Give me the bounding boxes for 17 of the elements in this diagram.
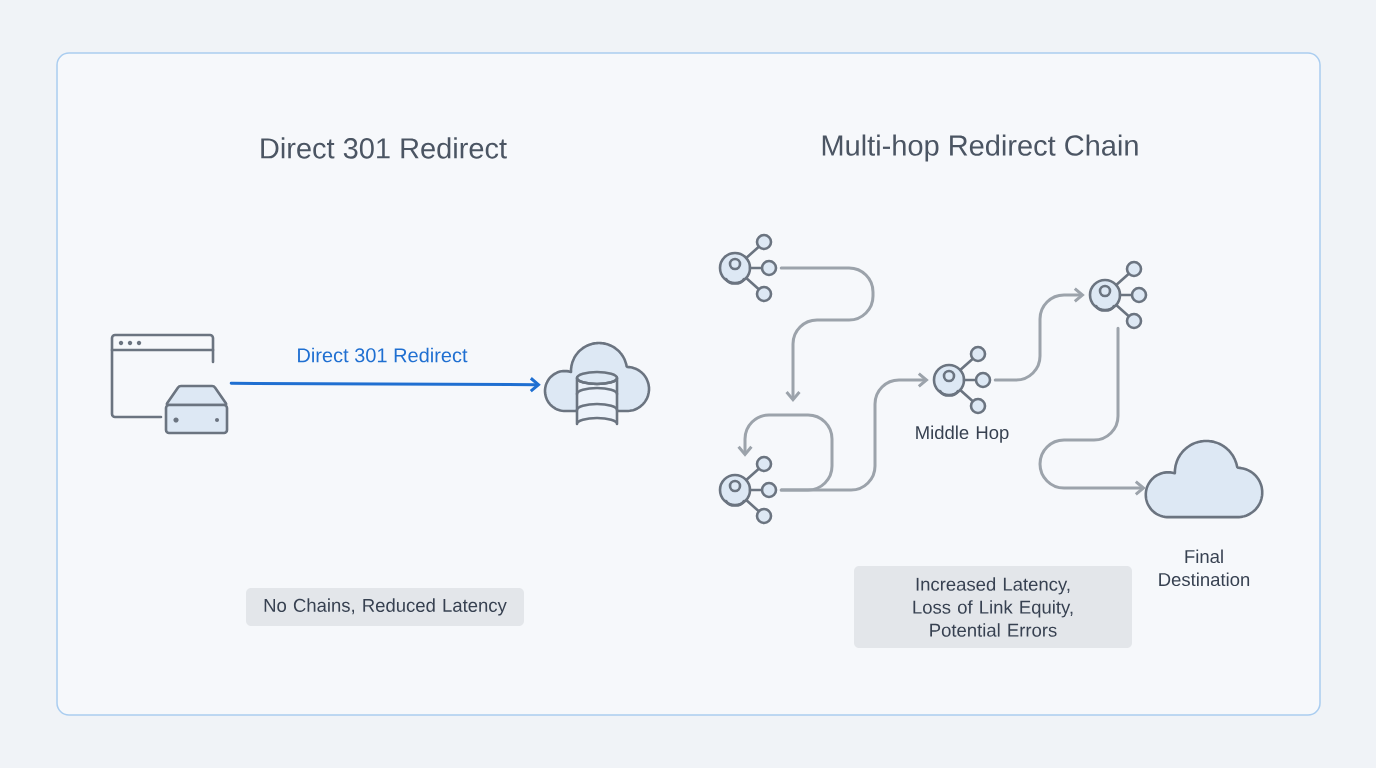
arrow [993,287,1085,382]
arrow [779,266,875,402]
node-label: Final Destination [1159,549,1250,587]
node-label: Middle Hop [916,425,1009,443]
arrow [229,377,541,393]
arrow [779,372,929,492]
browser-server-icon [110,333,229,435]
note-box: Increased Latency, Loss of Link Equity, Potential Errors [854,566,1132,648]
edge-label: Direct 301 Redirect [298,347,468,363]
share-icon [718,233,778,303]
share-icon [718,455,778,525]
heading: Multi-hop Redirect Chain [822,134,1138,162]
note-box: No Chains, Reduced Latency [246,588,524,626]
share-icon [1088,260,1148,330]
arrow [1038,326,1146,496]
heading: Direct 301 Redirect [261,137,507,159]
cloud-database-icon [543,341,651,426]
